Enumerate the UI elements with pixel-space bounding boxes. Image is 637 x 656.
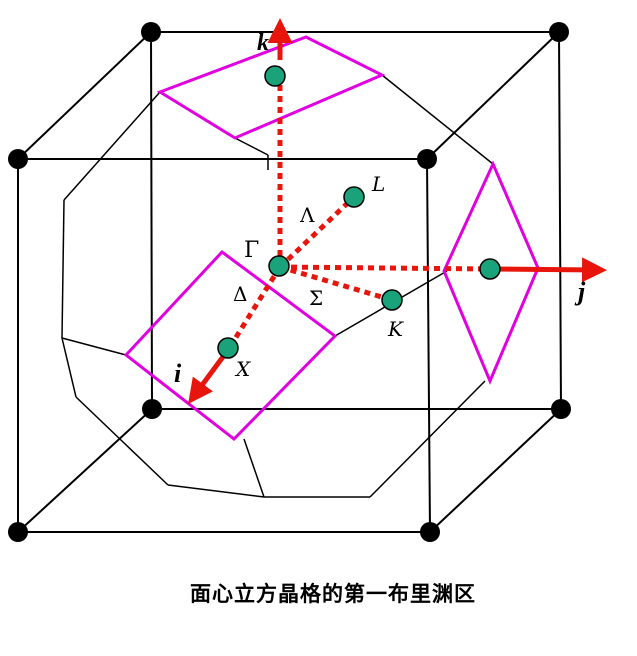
delta-label: Δ (233, 282, 247, 306)
bz-faces (123, 35, 540, 442)
j-axis-dotted (279, 264, 491, 272)
L-label: L (371, 172, 385, 196)
front-square-face (123, 249, 338, 442)
point-right (479, 258, 501, 280)
figure-caption: 面心立方晶格的第一布里渊区 (190, 582, 476, 606)
point-top (264, 65, 286, 87)
K-direction-dotted (279, 264, 393, 303)
corner-dots (8, 22, 571, 542)
i-axis-arrow (188, 348, 231, 405)
lambda-label: Λ (299, 203, 315, 227)
top-hexagon-face (156, 35, 386, 140)
K-label: K (387, 317, 404, 341)
cube-frame (17, 31, 562, 533)
point-gamma (268, 255, 290, 277)
i-axis-dotted (225, 265, 283, 352)
i-axis-label: i (174, 359, 182, 388)
j-axis-label: j (574, 277, 586, 306)
right-square-face (442, 160, 540, 385)
gamma-label: Γ (244, 238, 259, 263)
j-axis-arrow (489, 257, 607, 283)
point-K (381, 289, 403, 311)
sigma-label: Σ (309, 286, 323, 310)
axes (188, 18, 607, 405)
L-direction-dotted (278, 195, 356, 269)
symmetry-points (217, 65, 501, 359)
X-label: X (234, 357, 251, 381)
point-X (217, 337, 239, 359)
point-L (343, 186, 365, 208)
k-axis-label: k (257, 30, 269, 56)
